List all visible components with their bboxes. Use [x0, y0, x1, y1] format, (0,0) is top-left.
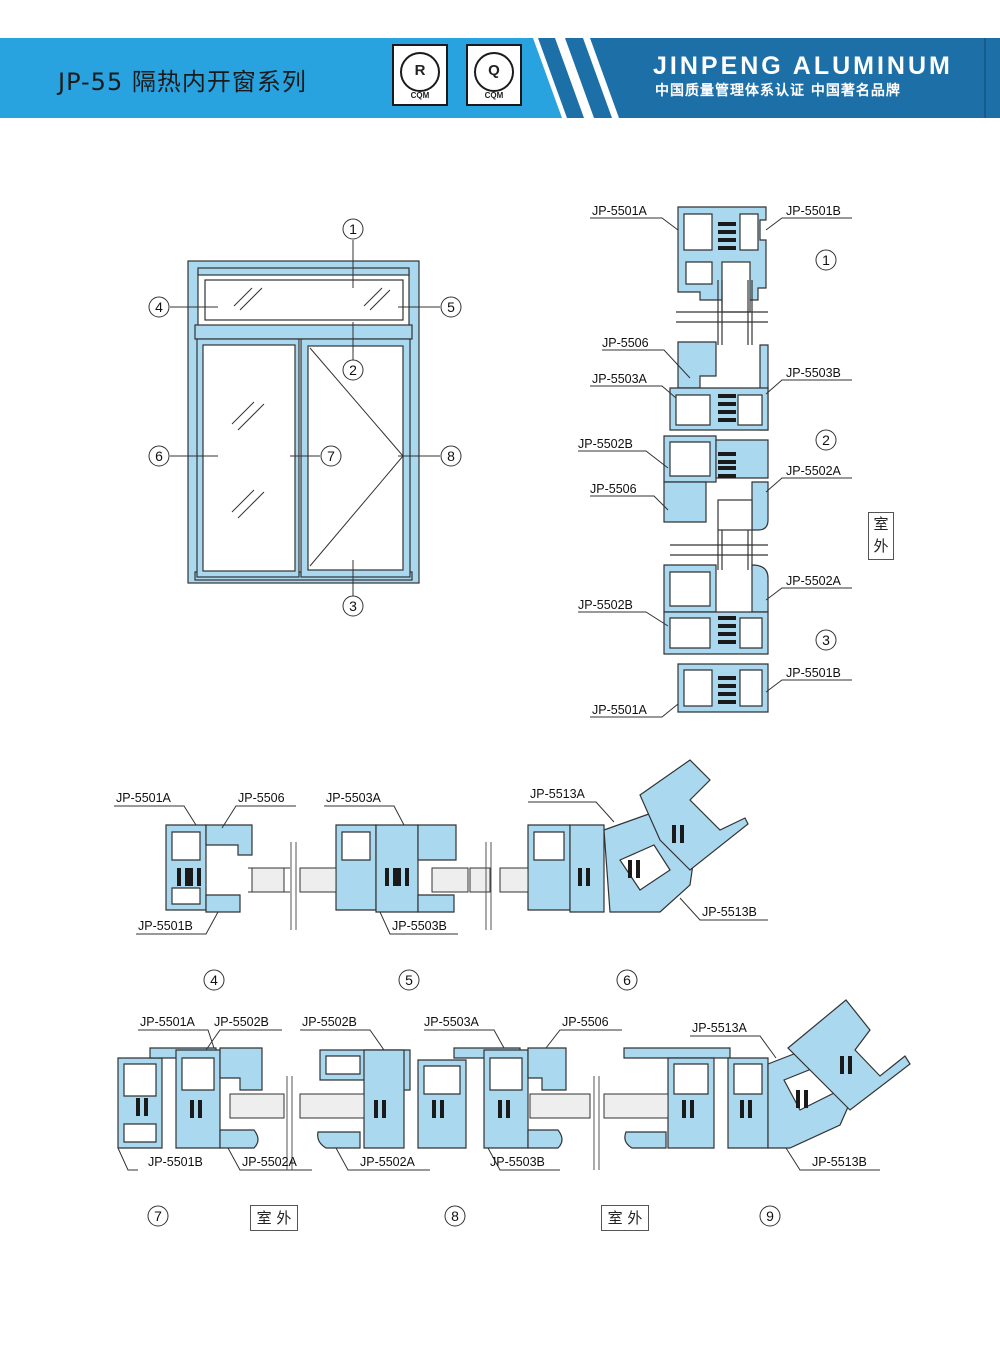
label-r2-a2: JP-5502B: [214, 1015, 269, 1029]
outdoor-label-row2a: 室 外: [250, 1205, 298, 1231]
label-r1-b2: JP-5503B: [392, 919, 447, 933]
label-r2-b2: JP-5503A: [424, 1015, 480, 1029]
row2-number-markers: [147, 1205, 781, 1227]
label-s2-right: JP-5503B: [786, 366, 841, 380]
outdoor-char-2: 外: [873, 537, 889, 555]
section-num-3: 3: [822, 632, 830, 648]
label-s3-right2: JP-5501B: [786, 666, 841, 680]
label-r2-a4: JP-5502A: [242, 1155, 298, 1169]
label-s3-left: JP-5502B: [578, 598, 633, 612]
label-r2-b5: JP-5503B: [490, 1155, 545, 1169]
row1-labels: JP-5501A JP-5506 JP-5501B JP-5503A JP-55…: [116, 787, 757, 933]
label-s2-left2: JP-5502B: [578, 437, 633, 451]
label-r1-a2: JP-5506: [238, 791, 285, 805]
label-r2-a3: JP-5501B: [148, 1155, 203, 1169]
label-s3-right: JP-5502A: [786, 574, 842, 588]
label-r2-b3: JP-5506: [562, 1015, 609, 1029]
cert-badge-r: R CQM: [392, 44, 448, 106]
cert-badge-q: Q CQM: [466, 44, 522, 106]
section-num-6: 6: [623, 972, 631, 988]
label-r1-a1: JP-5501A: [116, 791, 172, 805]
label-s1-left: JP-5501A: [592, 204, 648, 218]
marker-3: 3: [349, 598, 357, 614]
elevation-markers: [148, 218, 462, 617]
elevation-leaders: [170, 240, 440, 596]
label-s2-left3: JP-5506: [590, 482, 637, 496]
label-r2-c2: JP-5513B: [812, 1155, 867, 1169]
cert-r-label: CQM: [410, 91, 430, 100]
label-s2-right2: JP-5502A: [786, 464, 842, 478]
marker-1: 1: [349, 221, 357, 237]
row2-number-labels: 7 8 9: [154, 1208, 774, 1224]
vertical-labels: JP-5501A JP-5501B JP-5506 JP-5503A JP-55…: [578, 204, 842, 717]
section-num-1: 1: [822, 252, 830, 268]
section-num-4: 4: [210, 972, 218, 988]
label-r2-b1: JP-5502B: [302, 1015, 357, 1029]
marker-5: 5: [447, 299, 455, 315]
window-elevation: [187, 260, 420, 584]
marker-6: 6: [155, 448, 163, 464]
row1-number-markers: [203, 969, 638, 991]
section-num-9: 9: [766, 1208, 774, 1224]
label-s3-left2: JP-5501A: [592, 703, 648, 717]
vertical-number-markers: [815, 249, 837, 651]
outdoor-char-1: 室: [873, 515, 889, 533]
vertical-section: [663, 206, 769, 713]
vertical-number-labels: 1 2 3: [822, 252, 830, 648]
label-r2-c1: JP-5513A: [692, 1021, 748, 1035]
section-num-5: 5: [405, 972, 413, 988]
section-num-2: 2: [822, 432, 830, 448]
row1-sections: [165, 759, 749, 913]
outdoor-label-vertical: 室 外: [868, 512, 894, 560]
label-s2-left: JP-5503A: [592, 372, 648, 386]
label-r2-b4: JP-5502A: [360, 1155, 416, 1169]
brand-slogan: 中国质量管理体系认证 中国著名品牌: [655, 83, 901, 99]
marker-8: 8: [447, 448, 455, 464]
row2-glass: [229, 1076, 669, 1170]
label-r1-c2: JP-5513B: [702, 905, 757, 919]
section-num-8: 8: [451, 1208, 459, 1224]
outdoor-label-row2b: 室 外: [601, 1205, 649, 1231]
cert-r-icon: R: [400, 52, 440, 92]
label-r1-b1: JP-5503A: [326, 791, 382, 805]
row1-number-labels: 4 5 6: [210, 972, 631, 988]
label-r1-c1: JP-5513A: [530, 787, 586, 801]
row2-labels: JP-5501A JP-5502B JP-5501B JP-5502A JP-5…: [140, 1015, 867, 1169]
cert-q-icon: Q: [474, 52, 514, 92]
marker-4: 4: [155, 299, 163, 315]
section-num-7: 7: [154, 1208, 162, 1224]
marker-7: 7: [327, 448, 335, 464]
row2-leaders: [117, 1029, 880, 1171]
series-title: JP-55 隔热内开窗系列: [58, 68, 307, 96]
row1-leaders: [114, 801, 768, 935]
label-r2-a1: JP-5501A: [140, 1015, 196, 1029]
elevation-marker-labels: 1 2 3 4 5 6 7 8: [155, 221, 455, 614]
brand-name: JINPENG ALUMINUM: [653, 52, 953, 80]
marker-2: 2: [349, 362, 357, 378]
label-s2-top: JP-5506: [602, 336, 649, 350]
label-r1-a3: JP-5501B: [138, 919, 193, 933]
cert-q-label: CQM: [484, 91, 504, 100]
label-s1-right: JP-5501B: [786, 204, 841, 218]
row1-glass: [248, 842, 529, 930]
vertical-leaders: [578, 217, 852, 718]
